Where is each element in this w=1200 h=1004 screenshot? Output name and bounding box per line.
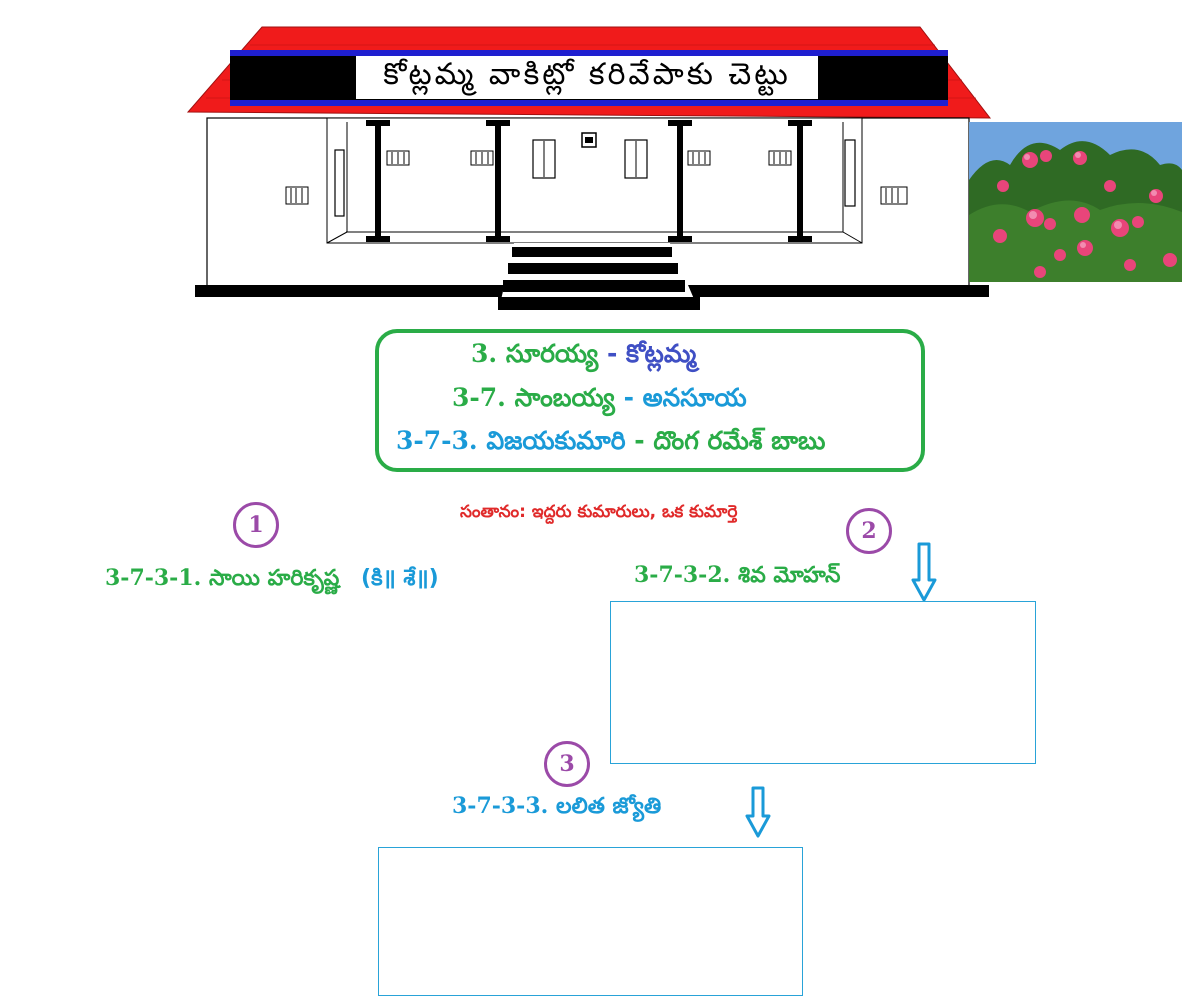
lineage-separator: - [625, 426, 654, 455]
down-arrow-icon [745, 786, 771, 838]
down-arrow-icon [911, 542, 937, 602]
lineage-row-3: 3-7-3. విజయకుమారి - దొంగ రమేశ్ బాబు [396, 426, 825, 462]
child-code: 3-7-3-3. [452, 793, 549, 819]
child-note: (కి॥ శే॥) [361, 566, 439, 591]
house-illustration [186, 26, 1182, 313]
photo-placeholder-3 [378, 847, 803, 996]
child-code: 3-7-3-2. [634, 562, 731, 588]
lineage-spouse: అనసూయ [642, 383, 747, 412]
lineage-separator: - [598, 339, 627, 368]
lineage-name: సాంబయ్య [514, 383, 615, 412]
lineage-frame [375, 329, 925, 472]
offspring-summary: సంతానం: ఇద్దరు కుమారులు, ఒక కుమార్తె [460, 502, 738, 522]
child-badge-2: 2 [846, 508, 892, 554]
lineage-row-1: 3. సూరయ్య - కోట్లమ్మ [471, 339, 696, 375]
lineage-number: 3. [471, 339, 498, 368]
lineage-name: సూరయ్య [505, 339, 599, 368]
lineage-spouse: కోట్లమ్మ [626, 339, 697, 368]
lineage-row-2: 3-7. సాంబయ్య - అనసూయ [452, 383, 747, 419]
child-entry-1: 3-7-3-1. సాయి హరికృష్ణ (కి॥ శే॥) [105, 565, 439, 596]
lineage-number: 3-7-3. [396, 426, 478, 455]
child-entry-2: 3-7-3-2. శివ మోహన్ [634, 562, 840, 593]
lineage-name: విజయకుమారి [486, 426, 626, 455]
child-code: 3-7-3-1. [105, 565, 202, 591]
banner-title: కోట్లమ్మ వాకిట్లో కరివేపాకు చెట్టు [383, 56, 791, 92]
child-name: సాయి హరికృష్ణ [208, 566, 340, 591]
child-badge-3: 3 [544, 741, 590, 787]
photo-placeholder-2 [610, 601, 1036, 764]
child-name: శివ మోహన్ [737, 563, 841, 588]
child-name: లలిత జ్యోతి [555, 794, 662, 819]
child-badge-1: 1 [233, 502, 279, 548]
lineage-spouse: దొంగ రమేశ్ బాబు [653, 426, 826, 455]
lineage-separator: - [614, 383, 643, 412]
lineage-number: 3-7. [452, 383, 506, 412]
child-entry-3: 3-7-3-3. లలిత జ్యోతి [452, 793, 661, 824]
